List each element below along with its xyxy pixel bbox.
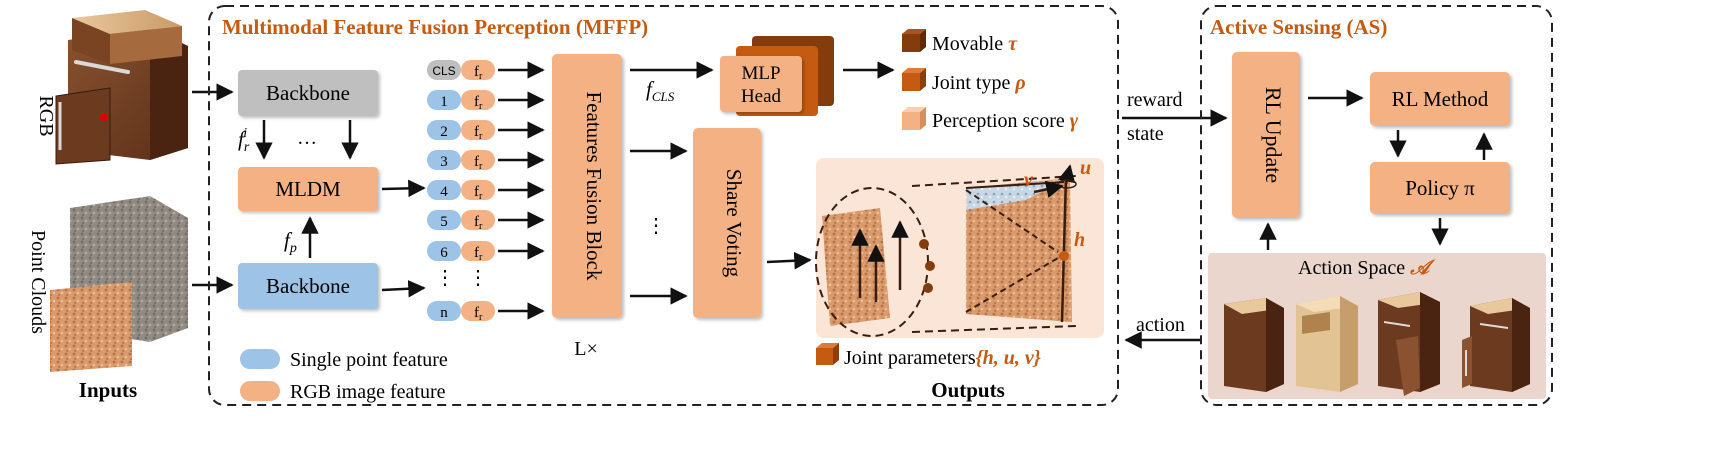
mffp-frame <box>208 5 1119 406</box>
action-cabinet-2 <box>1296 296 1358 392</box>
joint-type-output: Joint type ρ <box>902 68 1026 94</box>
token-row: n fr <box>427 301 545 323</box>
fr-label: fri <box>238 126 250 155</box>
svg-text:MLP: MLP <box>741 63 780 84</box>
outputs-title: Outputs <box>931 378 1005 402</box>
point-cloud-image <box>50 196 188 372</box>
mldm-dots: … <box>297 127 317 149</box>
layers-label: L× <box>574 338 598 360</box>
legend-rgb-image: RGB image feature <box>290 381 446 403</box>
label-v: v <box>1024 169 1034 191</box>
action-space-label: Action Space 𝒜 <box>1298 257 1436 279</box>
svg-text:Perception score γ: Perception score γ <box>932 110 1079 132</box>
fusion-block-box <box>552 54 622 318</box>
token-row: 6 fr <box>427 241 545 263</box>
action-space-panel <box>1208 253 1546 399</box>
as-title: Active Sensing (AS) <box>1210 15 1387 39</box>
backbone-rgb-box <box>238 70 378 116</box>
token-feature: fr <box>474 184 483 202</box>
token-index: 4 <box>440 184 448 200</box>
perception-score-output: Perception score γ <box>902 107 1079 132</box>
mldm-label: MLDM <box>275 177 341 201</box>
svg-text:fr: fr <box>474 64 483 82</box>
rl-update-label: RL Update <box>1261 87 1286 183</box>
token-row: 4 fr <box>427 180 545 202</box>
joint-parameters-output: Joint parameters{h, u, v} <box>816 343 1041 369</box>
mlp-head: MLP Head <box>720 36 834 116</box>
svg-text:CLS: CLS <box>432 64 455 78</box>
token-index: 1 <box>440 94 448 110</box>
state-label: state <box>1127 123 1164 145</box>
token-index: 2 <box>440 124 448 140</box>
rl-method-box <box>1370 72 1510 126</box>
token-ellipsis-left: ⋮ <box>435 267 455 289</box>
token-feature: fr <box>474 154 483 172</box>
token-index: 3 <box>440 154 448 170</box>
inputs-section: RGB Point Clouds Inputs <box>27 10 188 402</box>
voting-dots: ⋮ <box>646 215 666 237</box>
token-feature: fr <box>474 245 483 263</box>
action-cabinet-4 <box>1462 298 1530 392</box>
contact-point-marker <box>100 113 108 121</box>
token-feature: fr <box>474 214 483 232</box>
mldm-box <box>238 167 378 211</box>
as-frame <box>1200 5 1553 406</box>
action-cabinet-1 <box>1224 298 1284 392</box>
token-feature: fr <box>474 305 483 323</box>
label-h: h <box>1074 229 1085 251</box>
legend: Single point feature RGB image feature <box>240 349 448 403</box>
action-cabinet-3 <box>1378 292 1440 396</box>
token-row: 5 fr <box>427 210 545 232</box>
action-label: action <box>1136 314 1185 336</box>
label-u: u <box>1080 157 1091 179</box>
policy-box <box>1370 162 1510 214</box>
token-index: 6 <box>440 245 448 261</box>
fcls-label: fCLS <box>646 77 675 104</box>
policy-label: Policy π <box>1405 176 1475 200</box>
backbone-rgb-label: Backbone <box>266 81 350 105</box>
backbone-pc-box <box>238 263 378 309</box>
pointcloud-label: Point Clouds <box>27 230 49 334</box>
svg-text:Joint parameters{h, u, v}: Joint parameters{h, u, v} <box>844 347 1041 369</box>
token-row: 2 fr <box>427 120 545 142</box>
legend-single-point: Single point feature <box>290 349 448 371</box>
mffp-title: Multimodal Feature Fusion Perception (MF… <box>222 15 648 39</box>
fusion-block-label: Features Fusion Block <box>582 92 606 281</box>
share-voting-label: Share Voting <box>722 169 746 278</box>
token-feature: fr <box>474 124 483 142</box>
token-row-cls: CLS fr <box>427 60 545 82</box>
backbone-pc-label: Backbone <box>266 274 350 298</box>
reward-label: reward <box>1127 89 1183 111</box>
joint-visualization: u v h <box>815 157 1104 338</box>
token-ellipsis-right: ⋮ <box>468 267 488 289</box>
token-row: 1 fr <box>427 90 545 112</box>
token-row: 3 fr <box>427 150 545 172</box>
svg-text:Movable τ: Movable τ <box>932 33 1018 55</box>
inputs-title: Inputs <box>79 378 137 402</box>
backbone-pc-to-tokens-arrow <box>381 280 426 298</box>
token-column: CLS fr 1 fr 2 fr 3 fr 4 fr 5 fr 6 fr n fr ⋮ ⋮ <box>427 60 545 323</box>
svg-text:Head: Head <box>741 86 782 107</box>
rl-method-label: RL Method <box>1392 87 1489 111</box>
voting-to-output-arrow <box>766 251 812 270</box>
share-voting-box <box>693 128 761 318</box>
cabinet-rgb-image <box>55 10 188 165</box>
token-feature: fr <box>474 94 483 112</box>
fp-label: fp <box>284 228 297 256</box>
token-index: 5 <box>440 214 448 230</box>
token-index: n <box>440 305 448 321</box>
movable-output: Movable τ <box>902 29 1018 55</box>
rl-update-box <box>1232 52 1300 218</box>
svg-text:Joint type ρ: Joint type ρ <box>932 72 1026 94</box>
mldm-to-tokens-arrow <box>381 179 426 198</box>
rgb-label: RGB <box>35 95 57 136</box>
